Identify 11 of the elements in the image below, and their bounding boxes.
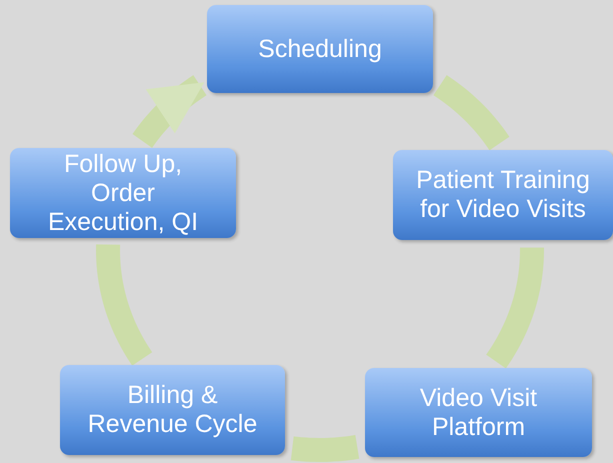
step-label: Follow Up, Order Execution, QI	[46, 150, 200, 236]
process-box	[393, 150, 613, 240]
process-box	[207, 5, 433, 93]
process-box	[60, 365, 285, 455]
step-label: Video Visit Platform	[418, 384, 538, 442]
process-box	[10, 148, 236, 238]
process-box	[365, 368, 592, 457]
step-label: Patient Training for Video Visits	[415, 166, 591, 224]
step-label: Scheduling	[258, 34, 382, 64]
cycle-arrow	[132, 75, 207, 148]
step-label: Billing & Revenue Cycle	[86, 381, 258, 439]
